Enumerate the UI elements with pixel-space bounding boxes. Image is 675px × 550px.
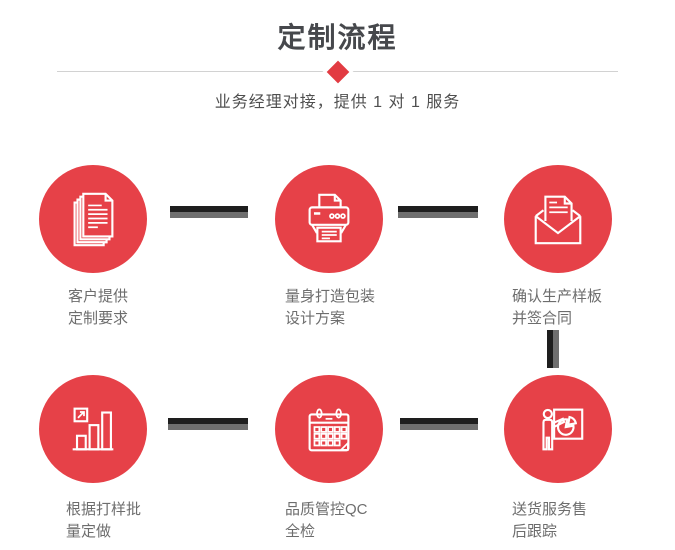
step-circle-3	[504, 165, 612, 273]
subtitle: 业务经理对接，提供 1 对 1 服务	[214, 94, 461, 111]
connector-step1-step2	[170, 206, 248, 218]
step-label-line: 根据打样批	[66, 501, 142, 518]
step-label-line: 后跟踪	[512, 523, 558, 540]
step-circle-2	[275, 165, 383, 273]
bar-chart-icon	[72, 407, 114, 451]
step-label-line: 确认生产样板	[512, 288, 603, 305]
page-title: 定制流程	[277, 22, 398, 53]
step-label-6: 送货服务售 后跟踪	[512, 499, 587, 543]
step-label-line: 送货服务售	[512, 501, 588, 518]
step-label-1: 客户提供 定制要求	[68, 286, 128, 330]
step-circle-1	[39, 165, 147, 273]
step-label-line: 量定做	[66, 523, 112, 540]
step-label-line: 定制要求	[68, 310, 129, 327]
step-label-3: 确认生产样板 并签合同	[512, 286, 602, 330]
step-label-2: 量身打造包装 设计方案	[285, 286, 375, 330]
step-label-line: 全检	[285, 523, 316, 540]
step-label-5: 品质管控QC 全检	[285, 499, 368, 543]
step-label-line: 并签合同	[512, 310, 573, 327]
envelope-icon	[534, 195, 582, 245]
connector-step5-step6	[400, 418, 478, 430]
step-label-line: 设计方案	[285, 310, 346, 327]
step-label-line: 量身打造包装	[285, 288, 376, 305]
connector-step2-step3	[398, 206, 478, 218]
step-label-4: 根据打样批 量定做	[66, 499, 141, 543]
step-circle-5	[275, 375, 383, 483]
presentation-icon	[542, 408, 584, 451]
documents-icon	[73, 192, 114, 247]
step-circle-4	[39, 375, 147, 483]
diamond-icon	[326, 60, 350, 84]
calendar-icon	[308, 408, 350, 452]
step-label-line: 客户提供	[68, 288, 129, 305]
step-circle-6	[504, 375, 612, 483]
printer-icon	[308, 193, 350, 243]
connector-step4-step5	[168, 418, 248, 430]
connector-step3-step6	[547, 330, 559, 368]
step-label-line: 品质管控QC	[285, 501, 368, 518]
